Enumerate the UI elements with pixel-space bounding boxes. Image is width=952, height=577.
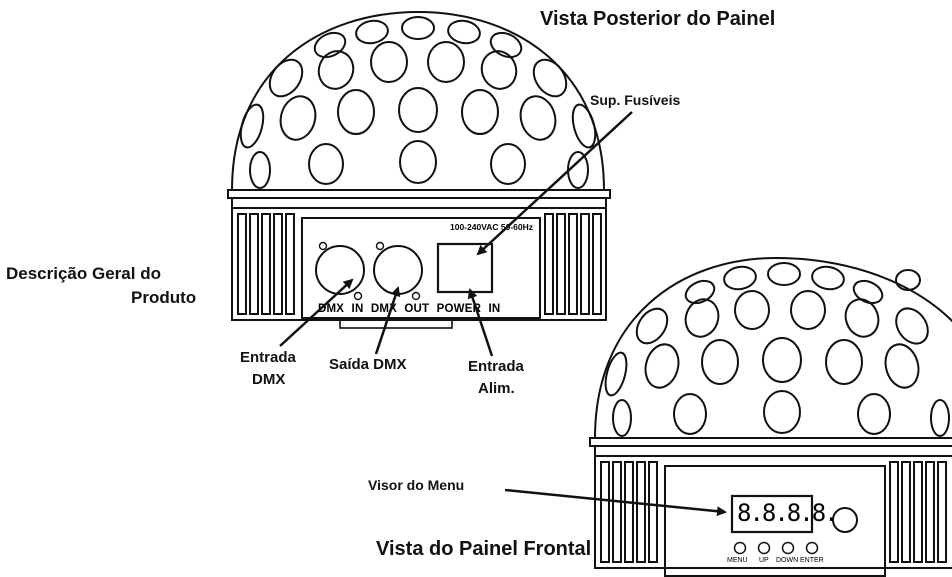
button-menu-label: MENU xyxy=(727,557,748,564)
dmx-out-arrow xyxy=(374,286,401,355)
dmx-in-label-line1: Entrada xyxy=(240,349,296,366)
button-down-label: DOWN xyxy=(776,557,799,564)
dmx-in-arrow xyxy=(279,278,354,347)
dmx-out-label: Saída DMX xyxy=(329,356,407,373)
button-enter-label: ENTER xyxy=(800,557,824,564)
power-in-label-line1: Entrada xyxy=(468,358,524,375)
rear-connector-labels: DMX IN DMX OUT POWER IN xyxy=(318,303,501,315)
overview-title-line2: Produto xyxy=(131,288,197,307)
power-in-arrow xyxy=(467,288,494,357)
menu-display-digits: 8.8.8.8. xyxy=(737,499,839,527)
button-up-label: UP xyxy=(759,557,769,564)
overview-title-line1: Descrição Geral do xyxy=(6,264,161,283)
power-in-label-line2: Alim. xyxy=(478,380,515,397)
rear-view-title: Vista Posterior do Painel xyxy=(540,8,776,30)
dmx-in-label-line2: DMX xyxy=(252,371,286,388)
fuse-label: Sup. Fusíveis xyxy=(590,92,681,108)
front-view-title: Vista do Painel Frontal xyxy=(376,538,592,560)
menu-display-arrow xyxy=(504,488,727,517)
fuse-arrow xyxy=(476,111,633,256)
menu-display-label: Visor do Menu xyxy=(368,477,465,493)
voltage-rating: 100-240VAC 50-60Hz xyxy=(450,222,533,232)
